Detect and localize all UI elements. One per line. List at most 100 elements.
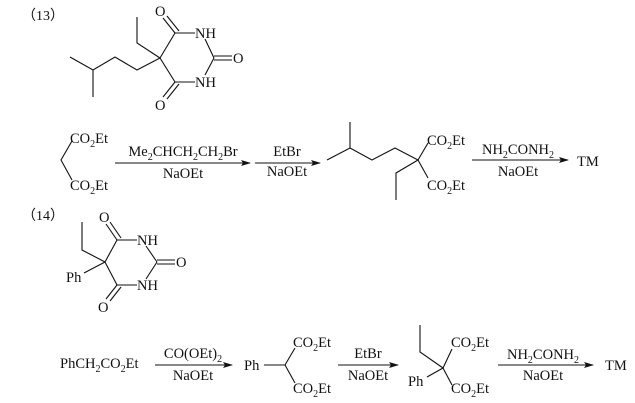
formula-part: EtBr <box>354 346 382 362</box>
atom-o-bottom: O <box>155 98 165 114</box>
formula-part: Et <box>126 356 139 372</box>
formula-part: CH <box>198 144 219 160</box>
atom-nh-top: NH <box>137 233 158 249</box>
subscript: 2 <box>471 389 476 400</box>
reaction-arrow-14-2: EtBr NaOEt <box>338 346 399 384</box>
ester-bottom: CO2Et <box>451 381 489 400</box>
ester-bottom: CO2Et <box>70 178 108 197</box>
reagent-above: EtBr <box>273 144 301 160</box>
formula-part: NaOEt <box>523 368 563 384</box>
subscript: 2 <box>193 152 198 163</box>
subscript: 2 <box>528 355 533 366</box>
formula-part: CO(OEt) <box>164 346 217 362</box>
formula-part: Me <box>128 144 147 160</box>
subscript: 2 <box>218 152 223 163</box>
formula-part: NH <box>482 142 503 158</box>
reagent-below: NaOEt <box>173 368 213 384</box>
formula-part: Et <box>318 335 331 351</box>
subscript: 2 <box>313 343 318 354</box>
subscript: 2 <box>447 141 452 152</box>
formula-part: CO <box>70 131 90 147</box>
formula-part: Et <box>95 131 108 147</box>
reagent-above: Me2CHCH2CH2Br <box>128 144 237 163</box>
ethylphenylmalonate: Ph CO2Et CO2Et <box>408 325 489 400</box>
product-tm-13: TM <box>577 154 599 170</box>
reagent-below: NaOEt <box>523 368 563 384</box>
target-molecule-13: O NH O NH O <box>69 4 243 114</box>
atom-nh-bottom: NH <box>195 75 216 91</box>
atom-o-bottom: O <box>98 300 108 316</box>
formula-part: CO <box>427 178 447 194</box>
formula-part: CHCH <box>153 144 194 160</box>
subscript: 2 <box>217 354 222 365</box>
reaction-arrow-14-1: CO(OEt)2 NaOEt <box>155 346 233 384</box>
ester-top: CO2Et <box>293 335 331 354</box>
atom-nh-bottom: NH <box>137 278 158 294</box>
formula-part: Et <box>452 178 465 194</box>
subscript: 2 <box>471 343 476 354</box>
atom-o-top: O <box>99 210 109 226</box>
reagent-above: EtBr <box>354 346 382 362</box>
reaction-arrow-13-2: EtBr NaOEt <box>255 144 321 180</box>
subscript: 2 <box>95 364 100 375</box>
formula-part: CO <box>70 178 90 194</box>
atom-o-right: O <box>233 51 243 67</box>
formula-part: CO <box>451 335 471 351</box>
formula-part: Et <box>476 381 489 397</box>
diethyl-malonate: CO2Et CO2Et <box>60 131 108 197</box>
ester-top: CO2Et <box>427 133 465 152</box>
formula-part: NaOEt <box>173 368 213 384</box>
formula-part: CO <box>427 133 447 149</box>
subscript: 2 <box>447 186 452 197</box>
ester-top: CO2Et <box>451 335 489 354</box>
product-tm-14: TM <box>605 358 627 374</box>
reaction-arrow-13-3: NH2CONH2 NaOEt <box>472 142 569 180</box>
reagent-above: CO(OEt)2 <box>164 346 222 365</box>
reagent-above: NH2CONH2 <box>507 347 579 366</box>
subscript: 2 <box>148 152 153 163</box>
reagent-below: NaOEt <box>498 164 538 180</box>
phenylmalonate: Ph CO2Et CO2Et <box>244 335 331 400</box>
formula-part: CO <box>100 356 120 372</box>
formula-part: CO <box>451 381 471 397</box>
formula-part: NaOEt <box>163 166 203 182</box>
phenyl-label: Ph <box>66 270 82 286</box>
formula-part: PhCH <box>60 356 96 372</box>
reaction-arrow-14-3: NH2CONH2 NaOEt <box>498 347 594 384</box>
formula-part: Et <box>318 381 331 397</box>
formula-part: EtBr <box>273 144 301 160</box>
subscript: 2 <box>549 150 554 161</box>
subscript: 2 <box>574 355 579 366</box>
subscript: 2 <box>313 389 318 400</box>
formula-part: Et <box>452 133 465 149</box>
formula-part: NH <box>507 347 528 363</box>
formula-part: CO <box>293 381 313 397</box>
ester-top: CO2Et <box>70 131 108 150</box>
atom-o-right: O <box>176 255 186 271</box>
formula-part: NaOEt <box>348 368 388 384</box>
atom-nh-top: NH <box>195 26 216 42</box>
reagent-below: NaOEt <box>267 164 307 180</box>
phenyl-label: Ph <box>244 358 260 374</box>
formula-part: CONH <box>508 142 550 158</box>
reaction-arrow-13-1: Me2CHCH2CH2Br NaOEt <box>115 144 251 182</box>
problem-13-label: （13） <box>22 8 64 24</box>
phenyl-label: Ph <box>408 374 424 390</box>
formula-part: Et <box>95 178 108 194</box>
reagent-below: NaOEt <box>163 166 203 182</box>
subscript: 2 <box>121 364 126 375</box>
ethyl-phenylacetate: PhCH2CO2Et <box>60 356 139 375</box>
formula-part: NaOEt <box>498 164 538 180</box>
subscript: 2 <box>90 139 95 150</box>
formula-part: NaOEt <box>267 164 307 180</box>
formula-part: Br <box>223 144 238 160</box>
subscript: 2 <box>90 186 95 197</box>
reagent-below: NaOEt <box>348 368 388 384</box>
problem-14-label: （14） <box>22 208 64 224</box>
target-molecule-14: O NH O NH O Ph <box>66 210 186 316</box>
atom-o-top: O <box>155 4 165 20</box>
formula-part: Et <box>476 335 489 351</box>
ester-bottom: CO2Et <box>427 178 465 197</box>
reagent-above: NH2CONH2 <box>482 142 554 161</box>
